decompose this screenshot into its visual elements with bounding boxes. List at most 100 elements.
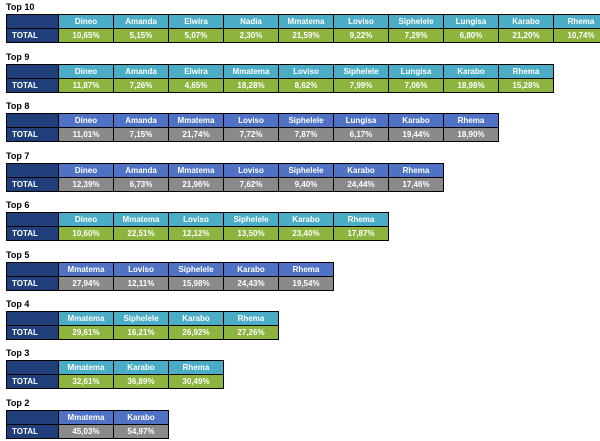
table-title: Top 4 bbox=[6, 299, 30, 309]
name-header-cell: Loviso bbox=[223, 163, 279, 178]
percentage-cell: 18,28% bbox=[223, 78, 279, 93]
corner-cell bbox=[6, 262, 59, 277]
name-header-cell: Karabo bbox=[443, 64, 499, 79]
name-header-cell: Loviso bbox=[168, 212, 224, 227]
total-label: TOTAL bbox=[6, 28, 59, 43]
percentage-cell: 8,62% bbox=[278, 78, 334, 93]
name-header-cell: Nadia bbox=[223, 14, 279, 29]
percentage-cell: 9,22% bbox=[333, 28, 389, 43]
percentage-cell: 17,87% bbox=[333, 226, 389, 241]
name-header-cell: Dineo bbox=[58, 212, 114, 227]
name-header-cell: Karabo bbox=[113, 410, 169, 425]
percentage-cell: 21,96% bbox=[168, 177, 224, 192]
percentage-cell: 11,01% bbox=[58, 127, 114, 142]
total-label: TOTAL bbox=[6, 374, 59, 389]
percentage-cell: 30,49% bbox=[168, 374, 224, 389]
percentage-cell: 15,98% bbox=[168, 276, 224, 291]
percentage-cell: 36,89% bbox=[113, 374, 169, 389]
name-header-cell: Siphelele bbox=[168, 262, 224, 277]
name-header-cell: Dineo bbox=[58, 113, 114, 128]
name-header-cell: Loviso bbox=[278, 64, 334, 79]
percentage-cell: 17,46% bbox=[388, 177, 444, 192]
percentage-cell: 19,44% bbox=[388, 127, 444, 142]
name-header-cell: Mmatema bbox=[58, 262, 114, 277]
percentage-cell: 7,26% bbox=[113, 78, 169, 93]
percentage-cell: 29,61% bbox=[58, 325, 114, 340]
name-header-cell: Amanda bbox=[113, 14, 169, 29]
corner-cell bbox=[6, 14, 59, 29]
name-header-cell: Loviso bbox=[223, 113, 279, 128]
name-header-cell: Rhema bbox=[388, 163, 444, 178]
percentage-cell: 7,99% bbox=[333, 78, 389, 93]
name-header-cell: Mmatema bbox=[113, 212, 169, 227]
name-header-cell: Siphelele bbox=[333, 64, 389, 79]
name-header-cell: Karabo bbox=[223, 262, 279, 277]
percentage-cell: 7,29% bbox=[388, 28, 444, 43]
table-title: Top 10 bbox=[6, 2, 35, 12]
corner-cell bbox=[6, 163, 59, 178]
name-header-cell: Lungisa bbox=[443, 14, 499, 29]
percentage-cell: 15,28% bbox=[498, 78, 554, 93]
name-header-cell: Loviso bbox=[113, 262, 169, 277]
name-header-cell: Amanda bbox=[113, 163, 169, 178]
table-title: Top 9 bbox=[6, 52, 30, 62]
total-label: TOTAL bbox=[6, 127, 59, 142]
percentage-cell: 10,65% bbox=[58, 28, 114, 43]
name-header-cell: Amanda bbox=[113, 64, 169, 79]
percentage-cell: 4,65% bbox=[168, 78, 224, 93]
name-header-cell: Elwira bbox=[168, 64, 224, 79]
name-header-cell: Mmatema bbox=[58, 410, 114, 425]
corner-cell bbox=[6, 212, 59, 227]
name-header-cell: Karabo bbox=[113, 360, 169, 375]
percentage-cell: 24,43% bbox=[223, 276, 279, 291]
percentage-cell: 21,20% bbox=[498, 28, 554, 43]
name-header-cell: Siphelele bbox=[278, 113, 334, 128]
percentage-cell: 27,26% bbox=[223, 325, 279, 340]
corner-cell bbox=[6, 360, 59, 375]
name-header-cell: Rhema bbox=[333, 212, 389, 227]
percentage-cell: 27,94% bbox=[58, 276, 114, 291]
percentage-cell: 7,72% bbox=[223, 127, 279, 142]
name-header-cell: Dineo bbox=[58, 163, 114, 178]
name-header-cell: Mmatema bbox=[223, 64, 279, 79]
percentage-cell: 26,92% bbox=[168, 325, 224, 340]
percentage-cell: 9,40% bbox=[278, 177, 334, 192]
name-header-cell: Rhema bbox=[498, 64, 554, 79]
percentage-cell: 7,87% bbox=[278, 127, 334, 142]
name-header-cell: Elwira bbox=[168, 14, 224, 29]
percentage-cell: 16,21% bbox=[113, 325, 169, 340]
percentage-cell: 6,17% bbox=[333, 127, 389, 142]
percentage-cell: 21,59% bbox=[278, 28, 334, 43]
total-label: TOTAL bbox=[6, 78, 59, 93]
percentage-cell: 7,15% bbox=[113, 127, 169, 142]
corner-cell bbox=[6, 113, 59, 128]
percentage-cell: 32,61% bbox=[58, 374, 114, 389]
name-header-cell: Mmatema bbox=[278, 14, 334, 29]
percentage-cell: 45,03% bbox=[58, 424, 114, 439]
name-header-cell: Karabo bbox=[278, 212, 334, 227]
percentage-cell: 10,60% bbox=[58, 226, 114, 241]
total-label: TOTAL bbox=[6, 177, 59, 192]
